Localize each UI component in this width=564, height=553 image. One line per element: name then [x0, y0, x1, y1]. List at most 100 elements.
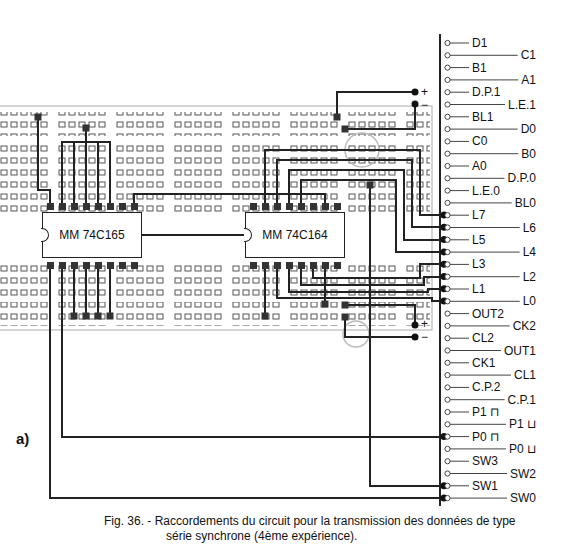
- chip-pin: [250, 262, 257, 269]
- wire-end: [35, 114, 42, 121]
- terminal-label: SW3: [472, 454, 498, 468]
- terminal-hole: [445, 53, 450, 58]
- terminal-hole: [445, 385, 450, 390]
- wire-end: [83, 313, 90, 320]
- chip-pin: [334, 203, 341, 210]
- terminal-hole: [445, 163, 450, 168]
- terminal-hole: [445, 102, 450, 107]
- terminal-label: L0: [523, 294, 536, 308]
- chip-pin: [262, 203, 269, 210]
- wire: [313, 264, 444, 278]
- wire: [62, 128, 110, 203]
- polarity-sign: −: [421, 330, 428, 344]
- wire: [345, 317, 415, 337]
- terminal-lead: [450, 289, 469, 290]
- terminal-hole: [445, 237, 450, 242]
- chip-pin: [83, 203, 90, 210]
- wire: [345, 305, 415, 325]
- terminal-label: CK2: [513, 319, 536, 333]
- terminal-hole: [445, 139, 450, 144]
- terminal-hole: [445, 360, 450, 365]
- wire: [277, 268, 444, 301]
- terminal-label: BL1: [472, 110, 493, 124]
- dot: [412, 334, 419, 341]
- terminal-dots: [412, 89, 419, 341]
- terminal-label: L5: [472, 233, 485, 247]
- terminal-label: L.E.1: [508, 98, 536, 112]
- terminal-label: L4: [523, 245, 536, 259]
- terminal-label: L7: [472, 208, 485, 222]
- dot: [412, 322, 419, 329]
- chip-pin: [131, 203, 138, 210]
- terminal-hole: [445, 311, 450, 316]
- terminal-label: L1: [472, 282, 485, 296]
- terminal-hole: [445, 348, 450, 353]
- terminal-label: P0 ⊓: [472, 430, 499, 444]
- chip-pin: [95, 262, 102, 269]
- wire-end: [342, 302, 349, 309]
- lower-holes: [0, 264, 430, 300]
- terminal-label: OUT1: [504, 344, 536, 358]
- terminal-label: C.P.2: [472, 380, 500, 394]
- chip-pin: [47, 203, 54, 210]
- chip-notch: [244, 228, 252, 242]
- terminal-hole: [445, 262, 450, 267]
- terminal-label: A0: [472, 159, 487, 173]
- chip-pin: [334, 262, 341, 269]
- serial-wire: [142, 234, 245, 236]
- top-rails: [0, 112, 430, 136]
- wire-end: [334, 114, 341, 121]
- terminal-lead: [450, 190, 469, 191]
- terminal-label: B0: [521, 147, 536, 161]
- terminal-lead: [450, 387, 469, 388]
- chip-pin: [59, 262, 66, 269]
- terminal-hole: [445, 250, 450, 255]
- dot: [412, 89, 419, 96]
- terminal-hole: [445, 114, 450, 119]
- terminal-lead: [450, 461, 469, 462]
- terminal-label: CK1: [472, 356, 495, 370]
- terminal-hole: [445, 127, 450, 132]
- wire: [38, 117, 50, 203]
- terminal-lead: [450, 448, 506, 449]
- chip-pin: [322, 262, 329, 269]
- terminal-label: OUT2: [472, 307, 504, 321]
- terminal-hole: [445, 65, 450, 70]
- terminal-lead: [450, 375, 511, 376]
- terminal-lead: [450, 252, 520, 253]
- chip-pin: [286, 203, 293, 210]
- terminal-label: C1: [521, 48, 536, 62]
- terminal-lead: [450, 276, 520, 277]
- chip-pin: [107, 262, 114, 269]
- terminal-lead: [450, 399, 505, 400]
- wire: [62, 268, 444, 437]
- terminal-lead: [450, 178, 505, 179]
- terminal-lead: [450, 412, 469, 413]
- terminal-hole: [445, 200, 450, 205]
- wire-end: [83, 125, 90, 132]
- chip-pin: [322, 203, 329, 210]
- wire: [50, 268, 444, 498]
- terminal-label: CL2: [472, 331, 494, 345]
- terminal-label: CL1: [514, 368, 536, 382]
- terminal-lead: [450, 153, 518, 154]
- wires: [38, 92, 444, 498]
- terminal-hole: [445, 409, 450, 414]
- terminal-label: SW1: [472, 479, 498, 493]
- terminal-hole: [445, 151, 450, 156]
- terminal-label: D1: [472, 36, 487, 50]
- terminal-label: D.P.0: [508, 171, 536, 185]
- wire-end: [107, 313, 114, 320]
- terminal-lead: [450, 239, 469, 240]
- wire: [345, 104, 415, 129]
- terminal-hole: [445, 483, 450, 488]
- terminal-label: D0: [521, 122, 536, 136]
- terminal-label: A1: [521, 73, 536, 87]
- wire: [370, 185, 444, 486]
- chip-pin: [71, 262, 78, 269]
- wire: [301, 268, 444, 285]
- chip-pin: [95, 203, 102, 210]
- terminal-lead: [450, 227, 520, 228]
